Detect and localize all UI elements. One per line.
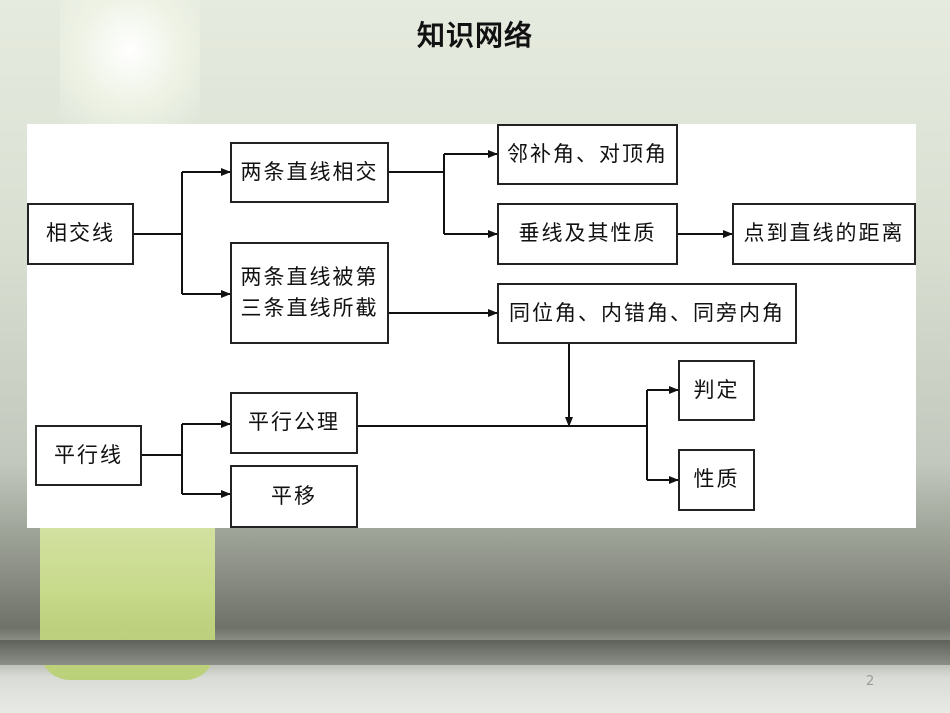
- node-perpendicular-properties: 垂线及其性质: [497, 203, 678, 265]
- node-intersecting-lines: 相交线: [27, 203, 134, 265]
- concept-map-panel: 相交线 两条直线相交 邻补角、对顶角 垂线及其性质 点到直线的距离 两条直线被第…: [27, 124, 916, 528]
- node-parallel-lines: 平行线: [35, 425, 142, 486]
- page-number: 2: [866, 674, 875, 689]
- node-cut-line-2: 三条直线所截: [240, 296, 379, 320]
- node-cut-line-1: 两条直线被第: [240, 264, 379, 289]
- node-point-line-distance: 点到直线的距离: [732, 203, 916, 265]
- node-translation: 平移: [230, 465, 358, 528]
- node-criteria: 判定: [678, 360, 755, 421]
- connector-lines: [134, 150, 733, 498]
- node-angle-types: 同位角、内错角、同旁内角: [497, 283, 797, 344]
- node-parallel-axiom: 平行公理: [230, 392, 358, 454]
- node-adjacent-vertical-angles: 邻补角、对顶角: [497, 124, 678, 185]
- node-properties: 性质: [678, 449, 755, 511]
- node-lines-cut-by-transversal: 两条直线被第 三条直线所截: [230, 242, 389, 344]
- background-glow: [60, 0, 200, 125]
- slide-title: 知识网络: [416, 19, 533, 52]
- background-shelf: [0, 640, 950, 665]
- node-two-lines-intersect: 两条直线相交: [230, 142, 389, 203]
